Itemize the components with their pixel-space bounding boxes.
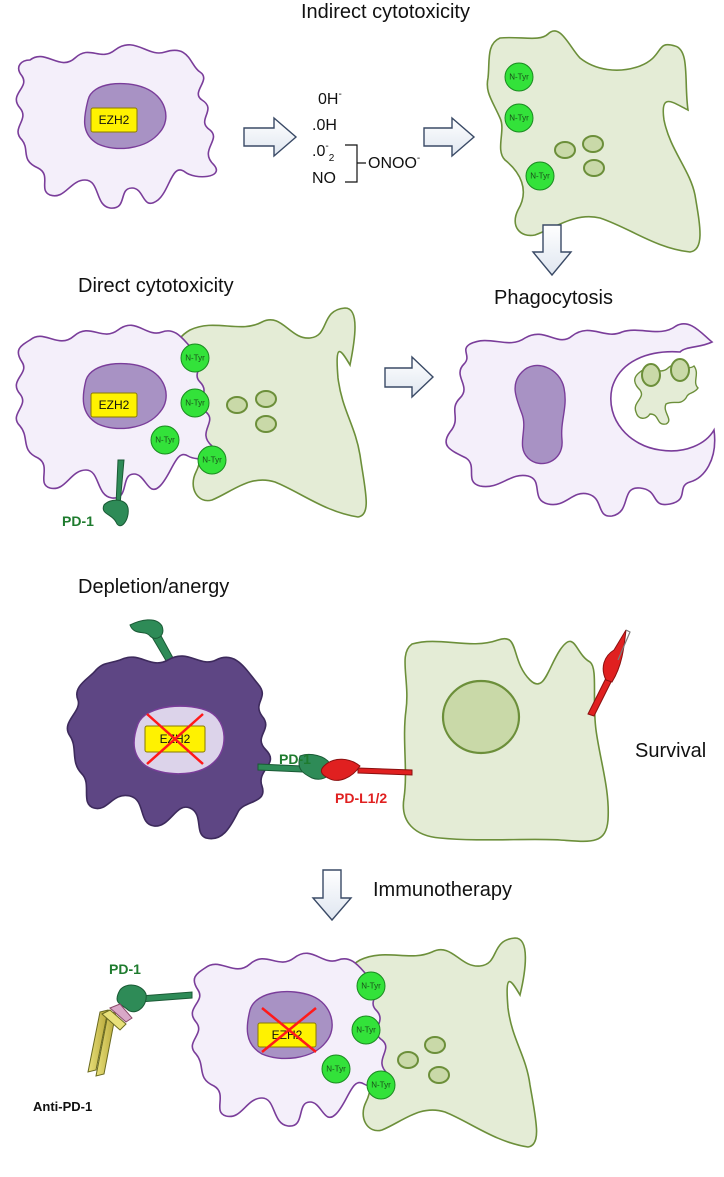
ntyr-granule: [366, 1070, 396, 1100]
ntyr-granule: [525, 161, 555, 191]
anti-pd1-label: Anti-PD-1: [33, 1099, 92, 1114]
molecule-superoxide: .0: [312, 143, 325, 160]
title-direct: Direct cytotoxicity: [78, 275, 234, 297]
ntyr-granule: [197, 445, 227, 475]
pd1-receptor-top-head: [129, 619, 164, 639]
tumor-vesicle: [582, 135, 604, 153]
ntyr-granule: [504, 103, 534, 133]
pd1-label-anergy: PD-1: [279, 751, 311, 767]
pdl-ligand-synapse-head: [320, 758, 361, 781]
phagocyte: [445, 323, 716, 517]
tumor-vesicle: [554, 141, 576, 159]
molecule-oh-radical: .0H: [312, 117, 337, 134]
title-indirect: Indirect cytotoxicity: [301, 1, 470, 23]
t-cell-top-left: EZH2: [15, 44, 218, 209]
title-phagocytosis: Phagocytosis: [494, 287, 613, 309]
pd1-receptor-head: [102, 499, 129, 527]
ntyr-granule: [504, 62, 534, 92]
nucleus: [514, 364, 566, 465]
ntyr-label: N-Tyr: [356, 1026, 376, 1035]
pdl-ligand-top-tip: [617, 629, 631, 661]
pd1-label-direct: PD-1: [62, 513, 94, 529]
pd1-label-immunotherapy: PD-1: [109, 961, 141, 977]
ntyr-label: N-Tyr: [509, 73, 529, 82]
ezh2-crossed-out: [261, 1007, 317, 1053]
pdl-label: PD-L1/2: [335, 790, 387, 806]
anti-pd1-antibody: [87, 1003, 133, 1077]
pdl-ligand-synapse: [357, 767, 413, 776]
tumor-vesicle: [641, 363, 661, 387]
t-cell-direct: EZH2 N-Tyr N-Tyr N-Tyr N-Tyr: [15, 324, 227, 527]
ntyr-granule: [180, 388, 210, 418]
ezh2-box: [90, 107, 138, 133]
tumor-vesicle: [428, 1066, 450, 1084]
reactive-species: 0H- .0H .0-2 NO ONOO-: [312, 89, 420, 187]
arrow-down-2: [311, 869, 353, 922]
molecule-no: NO: [312, 170, 336, 187]
title-survival: Survival: [635, 740, 706, 762]
tumor-vesicle: [424, 1036, 446, 1054]
pdl-ligand-top-head: [602, 629, 627, 683]
ntyr-label: N-Tyr: [371, 1081, 391, 1090]
ntyr-label: N-Tyr: [361, 982, 381, 991]
pd1-receptor-blocked: [139, 991, 193, 1003]
t-cell-anergic: EZH2: [66, 655, 272, 840]
tumor-nucleus: [441, 679, 521, 755]
tumor-vesicle: [670, 358, 690, 382]
molecule-peroxynitrite: ONOO: [368, 155, 417, 172]
ntyr-granule: [150, 425, 180, 455]
ntyr-granule: [356, 971, 386, 1001]
svg-text:0H-: 0H-: [318, 89, 342, 108]
ntyr-granule: [180, 343, 210, 373]
tumor-vesicle: [583, 159, 605, 177]
tumor-vesicle: [226, 396, 248, 414]
ezh2-crossed-out: [146, 713, 204, 765]
arrow-right-3: [384, 355, 435, 399]
ntyr-label: N-Tyr: [530, 172, 550, 181]
ntyr-label: N-Tyr: [185, 354, 205, 363]
ntyr-granule: [321, 1054, 351, 1084]
bracket: [345, 144, 366, 183]
ntyr-label: N-Tyr: [202, 456, 222, 465]
arrow-right-2: [423, 116, 476, 158]
tumor-vesicle: [397, 1051, 419, 1069]
arrow-right-1: [243, 116, 298, 158]
tumor-vesicle: [255, 415, 277, 433]
ntyr-label: N-Tyr: [155, 436, 175, 445]
ntyr-label: N-Tyr: [326, 1065, 346, 1074]
tumor-cell-top-right: N-Tyr N-Tyr N-Tyr: [486, 30, 701, 253]
pd1-receptor-blocked-head: [116, 984, 147, 1013]
svg-text:.0-2: .0-2: [312, 141, 335, 164]
title-immunotherapy: Immunotherapy: [373, 879, 512, 901]
t-cell-immunotherapy: EZH2 N-Tyr N-Tyr N-Tyr N-Tyr: [191, 952, 396, 1127]
ezh2-box: [90, 392, 138, 418]
ezh2-label: EZH2: [99, 113, 130, 127]
tumor-cell-survival: [402, 629, 631, 843]
ezh2-label: EZH2: [99, 398, 130, 412]
molecule-oh-minus: 0H: [318, 91, 338, 108]
ntyr-label: N-Tyr: [509, 114, 529, 123]
svg-text:ONOO-: ONOO-: [368, 153, 420, 172]
ntyr-label: N-Tyr: [185, 399, 205, 408]
title-depletion: Depletion/anergy: [78, 576, 229, 598]
tumor-vesicle: [255, 390, 277, 408]
arrow-down-1: [531, 224, 573, 277]
ntyr-granule: [351, 1015, 381, 1045]
